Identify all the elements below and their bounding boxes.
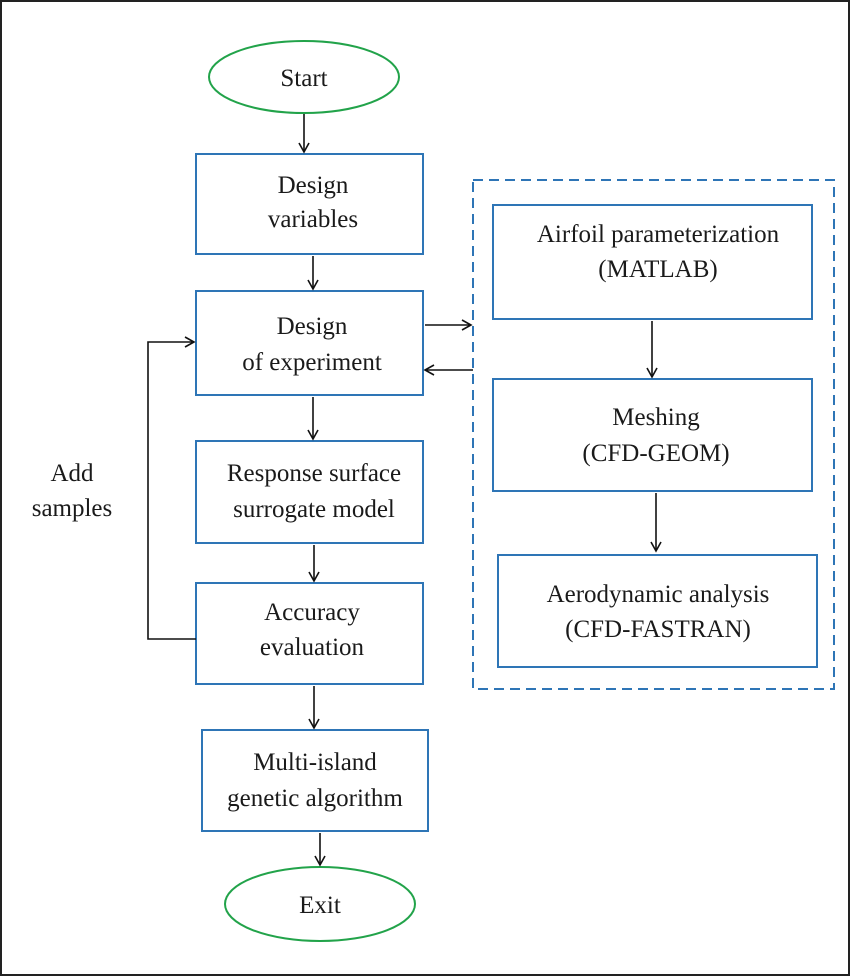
design-of-experiment-line-2: of experiment (242, 349, 382, 376)
exit-label: Exit (299, 892, 341, 919)
exit-ellipse (224, 866, 416, 942)
design-of-experiment-line-1: Design (277, 313, 348, 340)
response-surface-line-2: surrogate model (233, 496, 395, 523)
add-samples-feedback-arrow (147, 336, 196, 640)
add-samples-line-1: Add (50, 460, 94, 487)
airfoil-parameterization-box: Airfoil parameterization (MATLAB) (492, 204, 813, 320)
start-ellipse (208, 40, 400, 114)
accuracy-evaluation-line-2: evaluation (260, 634, 365, 661)
accuracy-evaluation-line-1: Accuracy (264, 599, 360, 626)
start-terminal: Start (208, 40, 400, 114)
start-label: Start (280, 65, 327, 92)
add-samples-line-2: samples (32, 495, 113, 522)
multi-island-line-1: Multi-island (253, 749, 377, 776)
aero-line-1: Aerodynamic analysis (547, 581, 770, 608)
response-surface-line-1: Response surface (227, 460, 401, 487)
design-variables-line-1: Design (278, 172, 349, 199)
meshing-line-1: Meshing (612, 404, 700, 431)
multi-island-box: Multi-island genetic algorithm (201, 729, 429, 832)
multi-island-line-2: genetic algorithm (227, 785, 403, 812)
exit-terminal: Exit (224, 866, 416, 942)
design-of-experiment-box: Design of experiment (195, 290, 424, 396)
aero-line-2: (CFD-FASTRAN) (565, 616, 751, 643)
airfoil-line-2: (MATLAB) (598, 256, 717, 283)
cfd-group-container (472, 179, 835, 690)
response-surface-box: Response surface surrogate model (195, 440, 424, 544)
airfoil-line-1: Airfoil parameterization (537, 221, 780, 248)
meshing-box: Meshing (CFD-GEOM) (492, 378, 813, 492)
meshing-line-2: (CFD-GEOM) (582, 440, 729, 467)
accuracy-evaluation-box: Accuracy evaluation (195, 582, 424, 685)
design-variables-box: Design variables (195, 153, 424, 255)
aerodynamic-analysis-box: Aerodynamic analysis (CFD-FASTRAN) (497, 554, 818, 668)
design-variables-line-2: variables (268, 206, 358, 233)
